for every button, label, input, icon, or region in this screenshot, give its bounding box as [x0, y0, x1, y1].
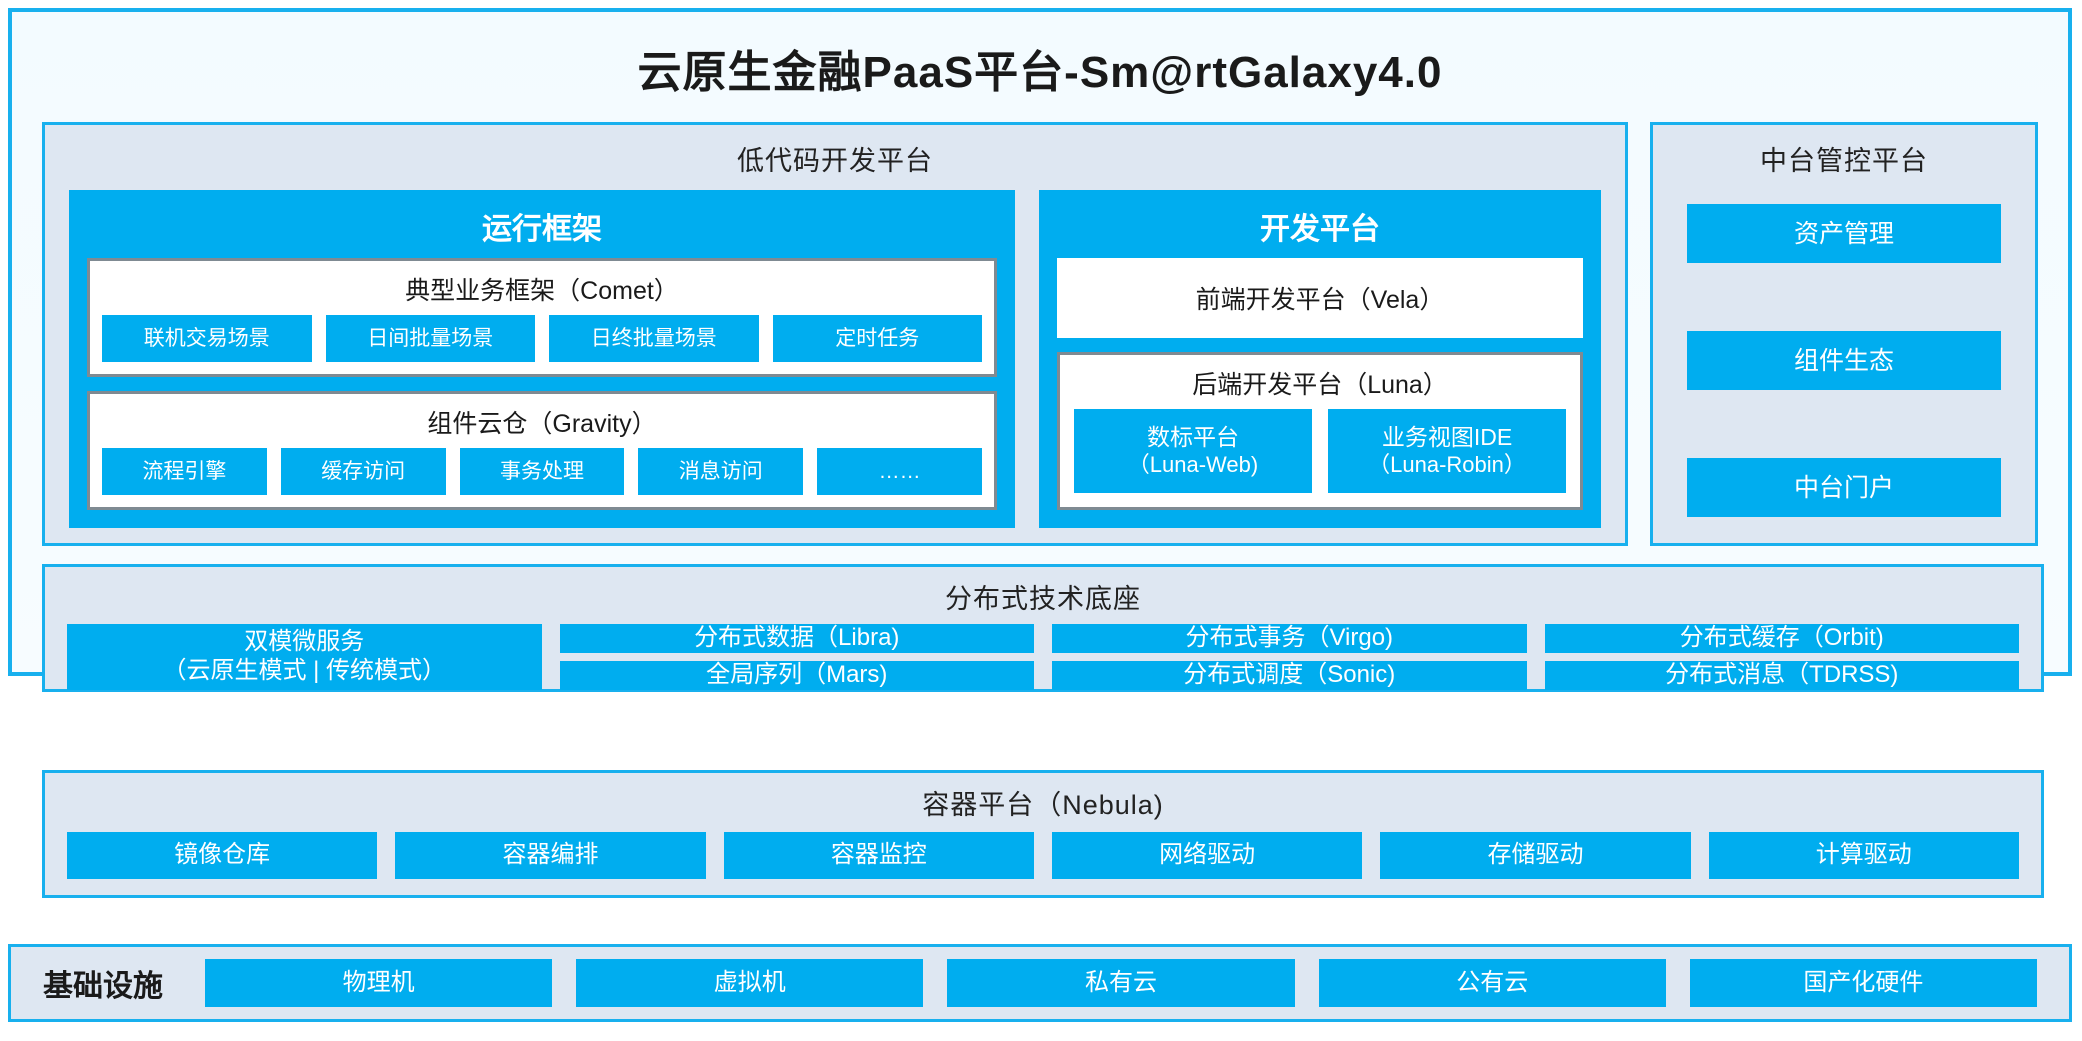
distributed-cell-scheduling-sonic[interactable]: 分布式调度（Sonic): [1052, 660, 1527, 690]
section-lowcode-platform: 低代码开发平台 运行框架 典型业务框架（Comet） 联机交易场景 日间批量场景…: [42, 122, 1628, 546]
group-backend-dev-platform-luna: 后端开发平台（Luna） 数标平台 （Luna-Web) 业务视图IDE （Lu…: [1057, 352, 1583, 510]
panel-development-platform: 开发平台 前端开发平台（Vela） 后端开发平台（Luna） 数标平台 （Lun…: [1039, 190, 1601, 528]
luna-chip-data-standard-platform-line2: （Luna-Web): [1127, 451, 1259, 477]
card-frontend-dev-platform-vela[interactable]: 前端开发平台（Vela）: [1057, 258, 1583, 338]
container-cell-network-driver[interactable]: 网络驱动: [1051, 832, 1363, 879]
page-title: 云原生金融PaaS平台-Sm@rtGalaxy4.0: [637, 48, 1443, 97]
infrastructure-cell-domestic-hardware[interactable]: 国产化硬件: [1689, 959, 2038, 1007]
distributed-cell-cache-orbit[interactable]: 分布式缓存（Orbit): [1544, 624, 2019, 653]
section-midplatform-control: 中台管控平台 资产管理 组件生态 中台门户: [1650, 122, 2038, 546]
comet-chip-scheduled-task[interactable]: 定时任务: [772, 315, 982, 362]
section-distributed-base: 分布式技术底座 双模微服务 （云原生模式 | 传统模式） 分布式数据（Libra…: [42, 564, 2044, 692]
container-cell-orchestration[interactable]: 容器编排: [395, 832, 706, 879]
container-cell-image-registry[interactable]: 镜像仓库: [67, 832, 378, 879]
group-gravity: 组件云仓（Gravity） 流程引擎 缓存访问 事务处理 消息访问 ……: [87, 391, 997, 510]
dual-mode-microservice-line1: 双模微服务: [244, 628, 365, 655]
container-cell-monitoring[interactable]: 容器监控: [723, 832, 1034, 879]
midplatform-item-asset-management[interactable]: 资产管理: [1687, 204, 2001, 263]
infrastructure-label: 基础设施: [43, 970, 163, 1003]
dual-mode-microservice-line2: （云原生模式 | 传统模式）: [162, 656, 447, 684]
section-infrastructure: 基础设施 物理机 虚拟机 私有云 公有云 国产化硬件: [8, 944, 2072, 1022]
distributed-cell-dual-mode-microservice[interactable]: 双模微服务 （云原生模式 | 传统模式）: [67, 624, 542, 690]
infrastructure-cell-private-cloud[interactable]: 私有云: [947, 959, 1295, 1007]
gravity-chip-cache-access[interactable]: 缓存访问: [280, 448, 446, 495]
luna-chip-data-standard-platform[interactable]: 数标平台 （Luna-Web): [1074, 409, 1312, 493]
platform-frame: 云原生金融PaaS平台-Sm@rtGalaxy4.0 低代码开发平台 运行框架 …: [8, 8, 2072, 898]
infrastructure-cell-virtual-machine[interactable]: 虚拟机: [576, 959, 924, 1007]
midplatform-title: 中台管控平台: [1760, 146, 1928, 176]
luna-chip-business-view-ide[interactable]: 业务视图IDE （Luna-Robin）: [1328, 409, 1566, 493]
container-cell-compute-driver[interactable]: 计算驱动: [1708, 832, 2019, 879]
luna-chip-business-view-ide-line2: （Luna-Robin）: [1368, 451, 1526, 477]
distributed-cell-sequence-mars[interactable]: 全局序列（Mars): [559, 660, 1034, 690]
distributed-col-1: 分布式数据（Libra) 全局序列（Mars): [559, 624, 1034, 690]
distributed-col-2: 分布式事务（Virgo) 分布式调度（Sonic): [1052, 624, 1527, 690]
distributed-col-microservice: 双模微服务 （云原生模式 | 传统模式）: [67, 624, 542, 690]
distributed-cell-message-tdrss[interactable]: 分布式消息（TDRSS): [1544, 660, 2019, 690]
runtime-framework-title: 运行框架: [482, 213, 602, 246]
section-container-platform: 容器平台（Nebula) 镜像仓库 容器编排 容器监控 网络驱动 存储驱动 计算…: [42, 770, 2044, 898]
distributed-base-title: 分布式技术底座: [945, 584, 1141, 614]
midplatform-item-component-ecosystem[interactable]: 组件生态: [1687, 331, 2001, 390]
gravity-title: 组件云仓（Gravity）: [427, 410, 657, 438]
infrastructure-cell-physical-machine[interactable]: 物理机: [205, 959, 553, 1007]
luna-chip-business-view-ide-line1: 业务视图IDE: [1381, 424, 1513, 450]
luna-title: 后端开发平台（Luna）: [1192, 371, 1448, 399]
comet-chip-intraday-batch[interactable]: 日间批量场景: [325, 315, 535, 362]
row-lowcode-and-midplatform: 低代码开发平台 运行框架 典型业务框架（Comet） 联机交易场景 日间批量场景…: [42, 122, 2038, 546]
group-comet: 典型业务框架（Comet） 联机交易场景 日间批量场景 日终批量场景 定时任务: [87, 258, 997, 377]
distributed-col-3: 分布式缓存（Orbit) 分布式消息（TDRSS): [1544, 624, 2019, 690]
midplatform-item-portal[interactable]: 中台门户: [1687, 458, 2001, 517]
gravity-chip-message-access[interactable]: 消息访问: [638, 448, 804, 495]
container-cell-storage-driver[interactable]: 存储驱动: [1380, 832, 1691, 879]
distributed-cell-transaction-virgo[interactable]: 分布式事务（Virgo): [1052, 624, 1527, 653]
comet-chip-eod-batch[interactable]: 日终批量场景: [549, 315, 759, 362]
infrastructure-cell-public-cloud[interactable]: 公有云: [1318, 959, 1666, 1007]
distributed-cell-data-libra[interactable]: 分布式数据（Libra): [559, 624, 1034, 653]
gravity-chip-more[interactable]: ……: [817, 448, 982, 495]
luna-chip-data-standard-platform-line1: 数标平台: [1147, 424, 1239, 450]
lowcode-platform-title: 低代码开发平台: [737, 146, 933, 176]
panel-runtime-framework: 运行框架 典型业务框架（Comet） 联机交易场景 日间批量场景 日终批量场景 …: [69, 190, 1015, 528]
comet-title: 典型业务框架（Comet）: [405, 277, 679, 305]
gravity-chip-transaction-processing[interactable]: 事务处理: [459, 448, 625, 495]
development-platform-title: 开发平台: [1260, 213, 1380, 246]
gravity-chip-process-engine[interactable]: 流程引擎: [102, 448, 267, 495]
comet-chip-online-transaction[interactable]: 联机交易场景: [102, 315, 312, 362]
container-platform-title: 容器平台（Nebula): [922, 790, 1164, 820]
